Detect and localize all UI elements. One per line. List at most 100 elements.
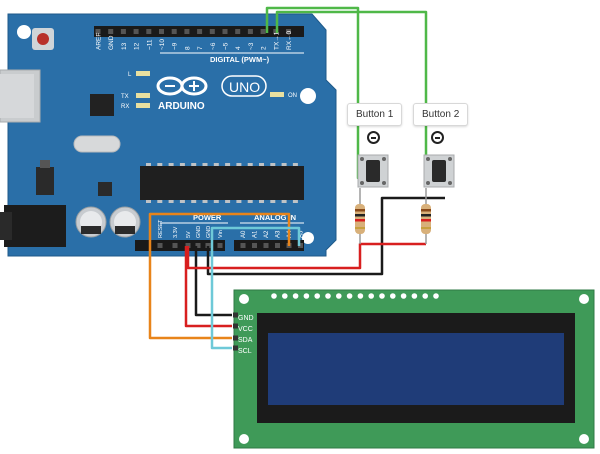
arduino-logo-text: ARDUINO [158, 101, 205, 112]
digital-pin-label: ~9 [172, 42, 179, 50]
analog-pin-hole[interactable] [275, 243, 280, 248]
lcd-i2c-pin[interactable] [233, 345, 238, 351]
analog-pin-label: A5 [299, 230, 305, 238]
wire-cyan-scl[interactable] [210, 226, 301, 350]
analog-pin-label: A3 [276, 230, 282, 238]
power-pin-hole[interactable] [157, 243, 163, 248]
digital-pin-label: ~11 [146, 39, 153, 50]
digital-pwm-label: DIGITAL (PWM~) [210, 55, 270, 64]
digital-pin-hole[interactable] [235, 29, 241, 34]
digital-pin-hole[interactable] [108, 29, 114, 34]
lcd-header-hole [368, 293, 375, 299]
analog-pin-hole[interactable] [252, 243, 257, 248]
crystal [73, 135, 121, 153]
lcd-header-hole [379, 293, 385, 299]
led-label-l: L [128, 72, 132, 78]
digital-pin-hole[interactable] [184, 29, 190, 34]
power-pin-hole[interactable] [217, 243, 223, 248]
analog-pin-hole[interactable] [263, 243, 269, 248]
wire-black-buttons[interactable] [206, 196, 445, 276]
chip-pin [213, 200, 219, 203]
chip-pin [281, 163, 287, 166]
analog-pin-hole[interactable] [298, 243, 303, 248]
lcd-header-hole [390, 293, 396, 299]
lcd-mount-hole [579, 294, 589, 304]
lcd-pin-sda: SDA [238, 337, 253, 344]
lcd-header-hole [400, 293, 407, 299]
digital-pin-hole[interactable] [159, 29, 164, 34]
led-label-tx: TX [121, 94, 129, 100]
digital-pin-label: TX→1 [273, 31, 280, 50]
push-button-1[interactable] [357, 154, 389, 188]
lcd-i2c-pin[interactable] [233, 323, 238, 329]
chip-pin [168, 200, 174, 203]
chip-pin [213, 163, 219, 166]
digital-pin-label: 2 [261, 46, 268, 50]
digital-pin-hole[interactable] [146, 29, 152, 34]
digital-pin-label: 8 [184, 46, 191, 50]
lcd-screen [268, 333, 564, 405]
lcd-i2c-pin[interactable] [233, 312, 238, 318]
power-label: POWER [193, 213, 222, 222]
digital-pin-hole[interactable] [209, 29, 215, 34]
power-pin-hole[interactable] [205, 243, 211, 248]
push-button-2[interactable] [423, 154, 455, 188]
chip-pin [146, 200, 151, 203]
digital-pin-label: ~6 [210, 42, 217, 50]
led-on [270, 92, 284, 97]
digital-pin-hole[interactable] [286, 29, 291, 34]
lcd-mount-hole [239, 294, 249, 304]
digital-pin-label: RX←0 [286, 30, 293, 50]
power-pin-hole[interactable] [195, 243, 201, 248]
chip-pin [157, 163, 163, 166]
power-pin-label: GND [206, 226, 212, 238]
digital-pin-hole[interactable] [197, 29, 203, 34]
digital-pin-hole[interactable] [133, 29, 139, 34]
digital-pin-label: 12 [134, 42, 141, 50]
chip-pin [146, 163, 151, 166]
chip-pin [270, 200, 276, 203]
lcd-header-hole [303, 293, 310, 299]
digital-pin-hole[interactable] [222, 29, 228, 34]
on-label: ON [288, 93, 297, 99]
power-pin-label: Vin [218, 230, 224, 238]
chip-pin [168, 163, 174, 166]
lcd-i2c-pin[interactable] [233, 335, 238, 341]
led-label-rx: RX [121, 104, 129, 110]
power-pin-hole[interactable] [185, 243, 191, 248]
digital-pin-hole[interactable] [95, 29, 101, 34]
minus-icon[interactable] [367, 131, 380, 144]
digital-pin-hole[interactable] [260, 29, 266, 34]
button-2-label: Button 2 [422, 109, 460, 120]
uno-badge [221, 75, 267, 97]
chip-pin [179, 163, 185, 166]
power-pin-hole[interactable] [172, 243, 178, 248]
lcd-header-hole [336, 293, 342, 299]
digital-pin-label: ~10 [159, 39, 166, 50]
digital-pin-hole[interactable] [171, 29, 177, 34]
resistor-1[interactable] [355, 188, 365, 244]
lcd-header-hole [346, 293, 353, 299]
minus-icon[interactable] [431, 131, 444, 144]
chip-pin [247, 163, 253, 166]
chip-pin [259, 163, 264, 166]
lcd-module[interactable]: GND VCC SDA SCL [233, 289, 595, 449]
wire-red-resistors[interactable] [186, 242, 426, 270]
chip-pin [225, 200, 231, 203]
wire-red-vcc[interactable] [184, 246, 232, 328]
led-tx [136, 93, 150, 98]
digital-pin-hole[interactable] [247, 29, 253, 34]
digital-pin-hole[interactable] [120, 29, 126, 34]
lcd-header-hole [271, 293, 277, 299]
resistor-2[interactable] [421, 188, 431, 244]
lcd-pin-scl: SCL [238, 348, 252, 355]
wire-orange-sda[interactable] [148, 212, 291, 340]
analog-pin-label: A1 [253, 230, 259, 238]
digital-pin-label: 4 [235, 46, 242, 50]
led-l [136, 71, 150, 76]
chip-pin [202, 200, 208, 203]
lcd-mount-hole [239, 434, 249, 444]
analog-pin-hole[interactable] [240, 243, 246, 248]
lcd-mount-hole [579, 434, 589, 444]
